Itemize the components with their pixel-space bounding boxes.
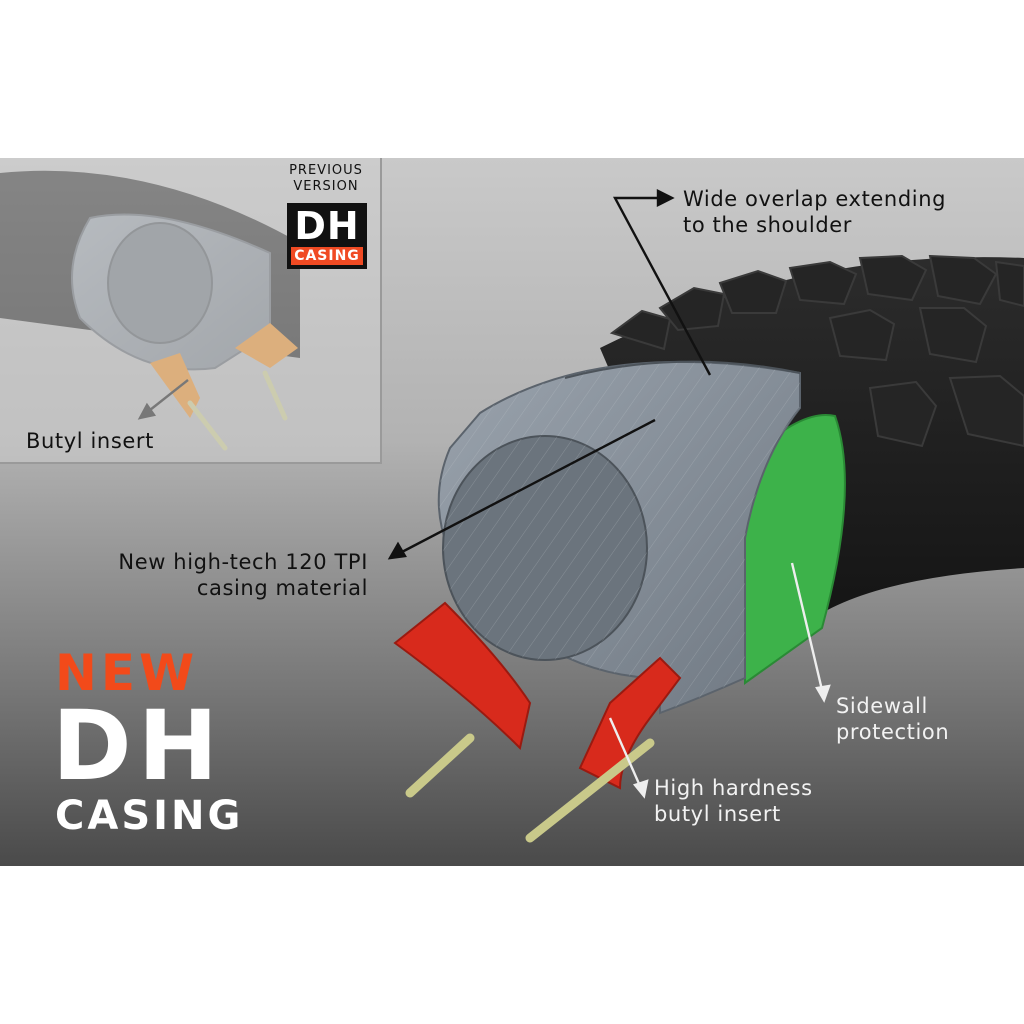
sidewall-leader: [790, 562, 824, 691]
tread-knobs: [609, 254, 1024, 448]
previous-version-label: PREVIOUS VERSION: [289, 163, 363, 194]
butyl-arrowhead: [632, 779, 649, 799]
logo-dh: DH: [52, 690, 225, 802]
inset-butyl-label: Butyl insert: [26, 429, 154, 453]
sidewall-arrowhead: [815, 684, 831, 703]
light-leader-lines: [608, 562, 831, 799]
overlap-callout: Wide overlap extending to the shoulder: [683, 187, 947, 237]
casing-leader: [399, 418, 656, 555]
butyl-insert-rear: [578, 656, 682, 790]
overlap-leader: [612, 196, 712, 376]
overlap-arrowhead: [656, 189, 675, 207]
butyl-insert-front: [393, 601, 532, 750]
butyl-callout: High hardness butyl insert: [654, 776, 813, 826]
badge-dh-text: DH: [294, 204, 360, 248]
casing-layer: [437, 360, 801, 715]
sidewall-callout: Sidewall protection: [836, 694, 950, 744]
casing-material-callout: New high-tech 120 TPI casing material: [118, 550, 368, 600]
logo-new: NEW: [55, 644, 199, 702]
butyl-leader: [608, 717, 642, 787]
badge-casing-text: CASING: [291, 247, 363, 265]
logo-casing: CASING: [55, 793, 244, 839]
casing-arrowhead: [387, 541, 407, 560]
bead-wire-rear: [525, 738, 655, 843]
diagram-canvas: PREVIOUS VERSION DH CASING Butyl insert …: [0, 158, 1024, 866]
previous-version-inset: PREVIOUS VERSION DH CASING Butyl insert: [0, 158, 382, 464]
bead-wire-front: [405, 733, 475, 798]
dh-casing-badge: DH CASING: [287, 203, 367, 269]
